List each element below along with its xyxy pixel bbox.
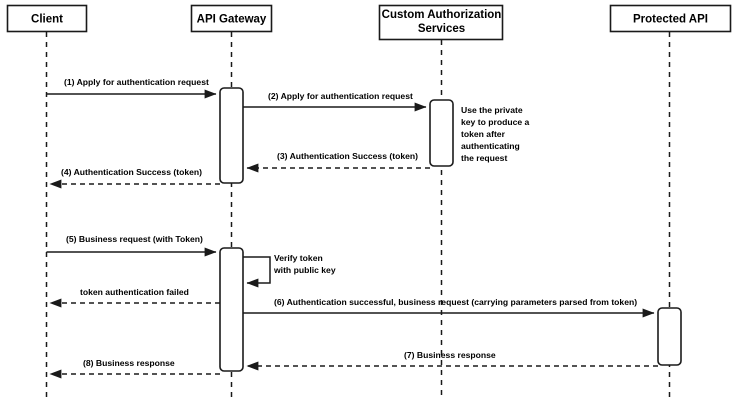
message-6-label: (6) Authentication successful, business … xyxy=(274,297,637,307)
participant-client[interactable]: Client xyxy=(6,4,88,33)
participant-api-gateway-label: API Gateway xyxy=(197,14,267,26)
message-2[interactable]: (2) Apply for authentication request xyxy=(243,91,427,112)
message-8[interactable]: (8) Business response xyxy=(49,358,220,379)
note-private-key-line-2: key to produce a xyxy=(461,117,530,127)
message-2-label: (2) Apply for authentication request xyxy=(268,91,413,101)
participant-custom-auth-label-line1: Custom Authorization xyxy=(382,9,502,21)
message-6[interactable]: (6) Authentication successful, business … xyxy=(243,297,655,318)
note-private-key-line-4: authenticating xyxy=(461,141,520,151)
activation-custom-auth xyxy=(429,99,454,167)
participant-custom-auth[interactable]: Custom Authorization Services xyxy=(378,4,504,41)
note-private-key: Use the private key to produce a token a… xyxy=(461,105,530,163)
activation-api-gateway-auth xyxy=(219,87,244,184)
activation-protected-api xyxy=(657,307,682,366)
note-private-key-line-5: the request xyxy=(461,153,507,163)
participant-custom-auth-label-line2: Services xyxy=(418,23,465,35)
message-4[interactable]: (4) Authentication Success (token) xyxy=(49,167,220,189)
participant-protected-api-label: Protected API xyxy=(633,14,708,26)
message-token-authentication-failed-label: token authentication failed xyxy=(80,287,189,297)
message-5[interactable]: (5) Business request (with Token) xyxy=(46,234,217,257)
message-5-label: (5) Business request (with Token) xyxy=(66,234,203,244)
message-8-label: (8) Business response xyxy=(83,358,175,368)
participant-client-label: Client xyxy=(31,14,63,26)
participant-protected-api[interactable]: Protected API xyxy=(609,4,732,33)
message-7[interactable]: (7) Business response xyxy=(246,350,658,371)
message-1-label: (1) Apply for authentication request xyxy=(64,77,209,87)
message-7-label: (7) Business response xyxy=(404,350,496,360)
note-private-key-line-1: Use the private xyxy=(461,105,523,115)
note-private-key-line-3: token after xyxy=(461,129,506,139)
message-token-authentication-failed[interactable]: token authentication failed xyxy=(49,287,220,308)
message-4-label: (4) Authentication Success (token) xyxy=(61,167,202,177)
message-self-verify-token-label-line2: with public key xyxy=(273,265,336,275)
activation-api-gateway-business xyxy=(219,247,244,372)
message-self-verify-token[interactable]: Verify token with public key xyxy=(243,253,336,288)
participant-api-gateway[interactable]: API Gateway xyxy=(190,4,273,33)
message-3[interactable]: (3) Authentication Success (token) xyxy=(246,151,430,173)
message-self-verify-token-label-line1: Verify token xyxy=(274,253,323,263)
message-3-label: (3) Authentication Success (token) xyxy=(277,151,418,161)
message-1[interactable]: (1) Apply for authentication request xyxy=(46,77,217,99)
